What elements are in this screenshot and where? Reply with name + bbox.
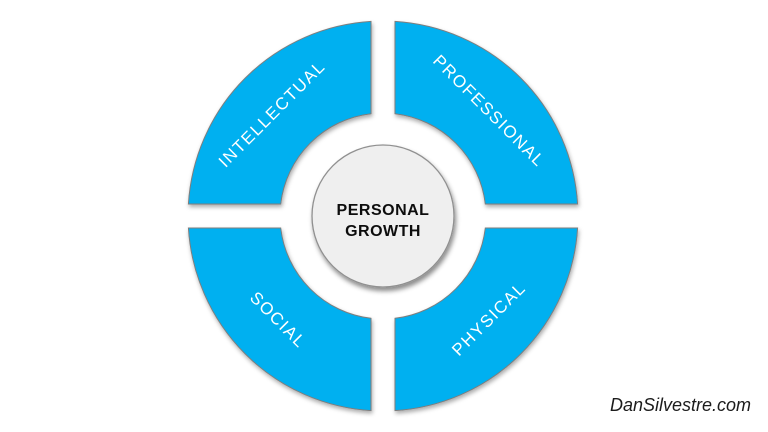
center-label-line2: GROWTH <box>345 223 421 240</box>
segment-intellectual <box>187 20 372 205</box>
center-label-line1: PERSONAL <box>337 202 430 219</box>
segment-professional <box>394 20 579 205</box>
center-hub-circle <box>311 144 455 288</box>
segment-social <box>187 227 372 412</box>
segment-physical <box>394 227 579 412</box>
watermark-text: DanSilvestre.com <box>610 395 751 415</box>
